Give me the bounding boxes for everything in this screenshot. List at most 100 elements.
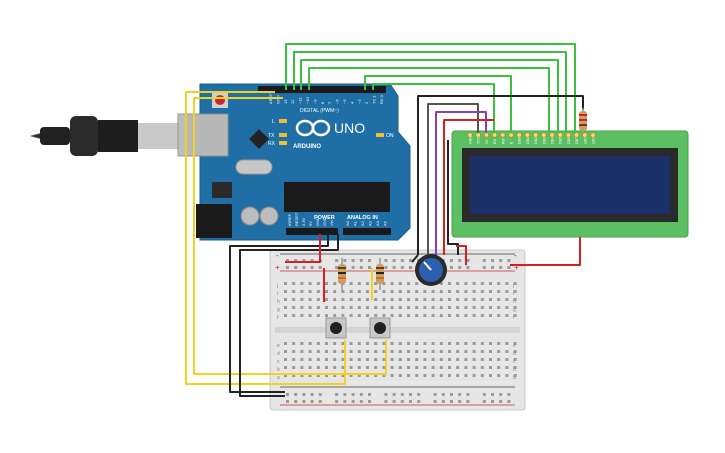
terminal-hole[interactable]: [390, 358, 394, 361]
rail-hole[interactable]: [359, 400, 363, 403]
rail-hole[interactable]: [507, 266, 511, 269]
terminal-hole[interactable]: [366, 314, 369, 317]
rail-hole[interactable]: [359, 393, 363, 396]
terminal-hole[interactable]: [505, 282, 509, 285]
terminal-hole[interactable]: [398, 306, 402, 309]
rail-hole[interactable]: [318, 266, 322, 269]
terminal-hole[interactable]: [341, 366, 345, 369]
rail-hole[interactable]: [294, 400, 298, 403]
rail-hole[interactable]: [450, 266, 453, 269]
terminal-hole[interactable]: [415, 282, 419, 285]
terminal-hole[interactable]: [333, 342, 337, 345]
terminal-hole[interactable]: [357, 314, 361, 317]
terminal-hole[interactable]: [472, 342, 476, 345]
rail-hole[interactable]: [294, 266, 298, 269]
terminal-hole[interactable]: [357, 306, 361, 309]
terminal-hole[interactable]: [497, 350, 501, 353]
terminal-hole[interactable]: [423, 306, 427, 309]
rail-hole[interactable]: [482, 393, 486, 396]
terminal-hole[interactable]: [284, 290, 287, 293]
lcd-pin[interactable]: [524, 132, 531, 138]
wire-green-1[interactable]: [285, 43, 576, 133]
terminal-hole[interactable]: [505, 350, 509, 353]
rail-hole[interactable]: [384, 266, 388, 269]
rail-hole[interactable]: [286, 259, 289, 262]
push-button-1[interactable]: [325, 317, 347, 339]
terminal-hole[interactable]: [284, 298, 287, 301]
terminal-hole[interactable]: [374, 374, 378, 377]
terminal-hole[interactable]: [464, 290, 468, 293]
rail-hole[interactable]: [499, 266, 503, 269]
terminal-hole[interactable]: [456, 374, 460, 377]
terminal-hole[interactable]: [325, 342, 328, 345]
terminal-hole[interactable]: [505, 374, 509, 377]
terminal-hole[interactable]: [431, 290, 435, 293]
lcd-pin[interactable]: [483, 132, 490, 138]
rail-hole[interactable]: [482, 266, 486, 269]
terminal-hole[interactable]: [300, 366, 304, 369]
rail-hole[interactable]: [458, 393, 462, 396]
terminal-hole[interactable]: [308, 314, 312, 317]
terminal-hole[interactable]: [292, 298, 296, 301]
terminal-hole[interactable]: [513, 366, 517, 369]
terminal-hole[interactable]: [431, 306, 435, 309]
terminal-hole[interactable]: [489, 366, 492, 369]
terminal-hole[interactable]: [333, 282, 337, 285]
terminal-hole[interactable]: [349, 298, 353, 301]
power-jack[interactable]: [196, 204, 232, 238]
terminal-hole[interactable]: [390, 366, 394, 369]
terminal-hole[interactable]: [480, 374, 484, 377]
terminal-hole[interactable]: [407, 306, 410, 309]
rail-hole[interactable]: [458, 400, 462, 403]
rail-hole[interactable]: [409, 400, 412, 403]
terminal-hole[interactable]: [497, 314, 501, 317]
terminal-hole[interactable]: [316, 282, 320, 285]
wire-black-pot[interactable]: [447, 140, 459, 255]
terminal-hole[interactable]: [448, 342, 451, 345]
rail-hole[interactable]: [343, 400, 347, 403]
lcd-pin[interactable]: [491, 132, 498, 138]
terminal-hole[interactable]: [308, 290, 312, 293]
terminal-hole[interactable]: [300, 358, 304, 361]
terminal-hole[interactable]: [448, 306, 451, 309]
terminal-hole[interactable]: [292, 358, 296, 361]
terminal-hole[interactable]: [439, 342, 443, 345]
terminal-hole[interactable]: [456, 298, 460, 301]
terminal-hole[interactable]: [333, 314, 337, 317]
terminal-hole[interactable]: [349, 290, 353, 293]
lcd-pin[interactable]: [540, 132, 547, 138]
rail-hole[interactable]: [482, 259, 486, 262]
terminal-hole[interactable]: [382, 314, 386, 317]
terminal-hole[interactable]: [439, 298, 443, 301]
terminal-hole[interactable]: [407, 342, 410, 345]
terminal-hole[interactable]: [448, 366, 451, 369]
terminal-hole[interactable]: [505, 290, 509, 293]
terminal-hole[interactable]: [423, 374, 427, 377]
terminal-hole[interactable]: [505, 298, 509, 301]
wires[interactable]: [185, 43, 584, 397]
terminal-hole[interactable]: [382, 298, 386, 301]
terminal-hole[interactable]: [316, 342, 320, 345]
terminal-hole[interactable]: [349, 282, 353, 285]
rail-hole[interactable]: [351, 259, 355, 262]
terminal-hole[interactable]: [407, 314, 410, 317]
terminal-hole[interactable]: [300, 314, 304, 317]
terminal-hole[interactable]: [341, 298, 345, 301]
terminal-hole[interactable]: [505, 342, 509, 345]
terminal-hole[interactable]: [480, 298, 484, 301]
terminal-hole[interactable]: [366, 374, 369, 377]
terminal-hole[interactable]: [357, 290, 361, 293]
terminal-hole[interactable]: [284, 314, 287, 317]
rail-hole[interactable]: [433, 393, 437, 396]
terminal-hole[interactable]: [390, 298, 394, 301]
lcd-pin[interactable]: [565, 132, 572, 138]
terminal-hole[interactable]: [292, 350, 296, 353]
terminal-hole[interactable]: [423, 358, 427, 361]
terminal-hole[interactable]: [513, 314, 517, 317]
terminal-hole[interactable]: [382, 374, 386, 377]
terminal-hole[interactable]: [398, 342, 402, 345]
terminal-hole[interactable]: [439, 374, 443, 377]
terminal-hole[interactable]: [382, 350, 386, 353]
rail-hole[interactable]: [392, 259, 396, 262]
